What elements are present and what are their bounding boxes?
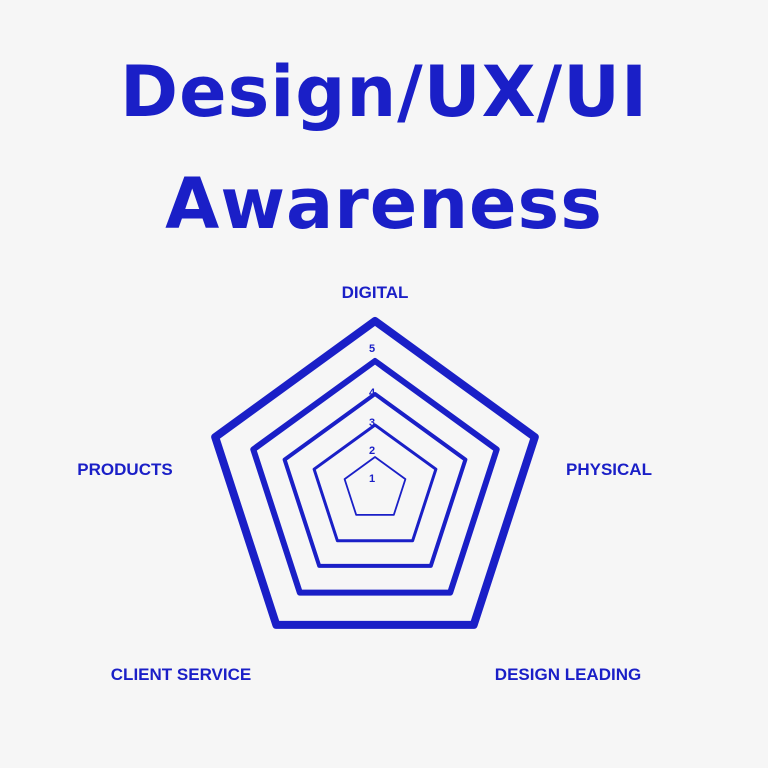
axis-labels: DIGITAL PHYSICAL DESIGN LEADING CLIENT SERV… bbox=[77, 283, 652, 684]
level-label-2: 2 bbox=[369, 445, 375, 457]
pentagon-rings bbox=[211, 317, 539, 629]
axis-label-digital: DIGITAL bbox=[342, 283, 409, 302]
level-label-1: 1 bbox=[369, 473, 375, 485]
pentagon-ring-2 bbox=[312, 423, 438, 543]
pentagon-ring-5 bbox=[211, 317, 539, 629]
title-line-1: Design/UX/UI bbox=[119, 51, 648, 133]
axis-label-design-leading: DESIGN LEADING bbox=[495, 665, 641, 684]
axis-label-physical: PHYSICAL bbox=[566, 460, 652, 479]
level-label-4: 4 bbox=[369, 387, 376, 399]
level-label-5: 5 bbox=[369, 343, 375, 355]
pentagon-ring-1 bbox=[343, 456, 407, 516]
title-line-2: Awareness bbox=[165, 163, 603, 245]
level-label-3: 3 bbox=[369, 417, 375, 429]
axis-label-products: PRODUCTS bbox=[77, 460, 172, 479]
level-labels: 1 2 3 4 5 bbox=[369, 343, 376, 485]
axis-label-client-service: CLIENT SERVICE bbox=[111, 665, 251, 684]
pentagon-ring-3 bbox=[282, 392, 468, 568]
pentagon-ring-4 bbox=[250, 358, 500, 596]
